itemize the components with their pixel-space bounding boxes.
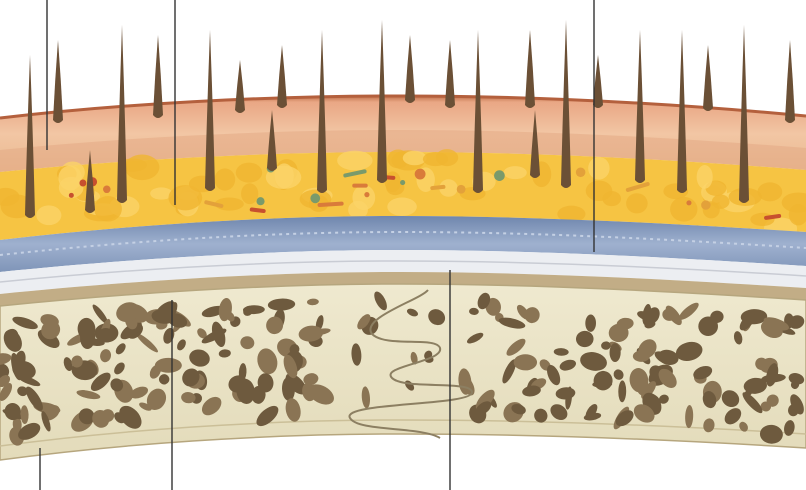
vessel-segment bbox=[352, 184, 368, 188]
diploe-cavity bbox=[610, 343, 621, 362]
fat-lobule bbox=[36, 205, 61, 225]
fat-lobule bbox=[387, 198, 417, 216]
vessel-dot bbox=[364, 192, 369, 197]
fat-lobule bbox=[236, 163, 262, 183]
vessel-dot bbox=[400, 180, 405, 185]
hair-shaft bbox=[405, 35, 415, 103]
fat-lobule bbox=[168, 185, 202, 210]
vessel-dot bbox=[103, 186, 110, 193]
vessel-dot bbox=[310, 193, 320, 203]
fat-lobule bbox=[588, 157, 609, 180]
vessel-dot bbox=[576, 168, 586, 178]
fat-lobule bbox=[352, 185, 375, 210]
fat-lobule bbox=[504, 166, 527, 179]
fat-lobule bbox=[385, 171, 401, 192]
vessel-dot bbox=[494, 170, 505, 181]
vessel-dot bbox=[415, 169, 426, 180]
fat-lobule bbox=[750, 213, 774, 226]
hair-shaft bbox=[785, 40, 795, 123]
fat-lobule bbox=[626, 193, 648, 213]
vessel-dot bbox=[686, 200, 691, 205]
fat-lobule bbox=[241, 183, 258, 204]
vessel-dot bbox=[256, 197, 264, 205]
hair-shaft bbox=[53, 40, 63, 123]
vessel-dot bbox=[69, 193, 74, 198]
fat-lobule bbox=[403, 151, 427, 166]
fat-lobule bbox=[423, 152, 448, 166]
hair-shaft bbox=[153, 35, 163, 118]
diploe-cavity bbox=[514, 354, 537, 370]
hair-shaft bbox=[235, 60, 245, 113]
fat-lobule bbox=[712, 195, 730, 209]
fat-lobule bbox=[215, 168, 236, 190]
fat-lobule bbox=[586, 180, 613, 201]
vessel-dot bbox=[457, 185, 466, 194]
vessel-dot bbox=[701, 200, 710, 209]
hair-shaft bbox=[525, 30, 535, 108]
hair-shaft bbox=[277, 45, 287, 108]
hair-shaft bbox=[445, 40, 455, 108]
fat-lobule bbox=[697, 165, 713, 189]
vessel-dot bbox=[79, 180, 86, 187]
fat-lobule bbox=[670, 197, 697, 222]
hair-shaft bbox=[703, 45, 713, 111]
fat-lobule bbox=[337, 151, 372, 171]
